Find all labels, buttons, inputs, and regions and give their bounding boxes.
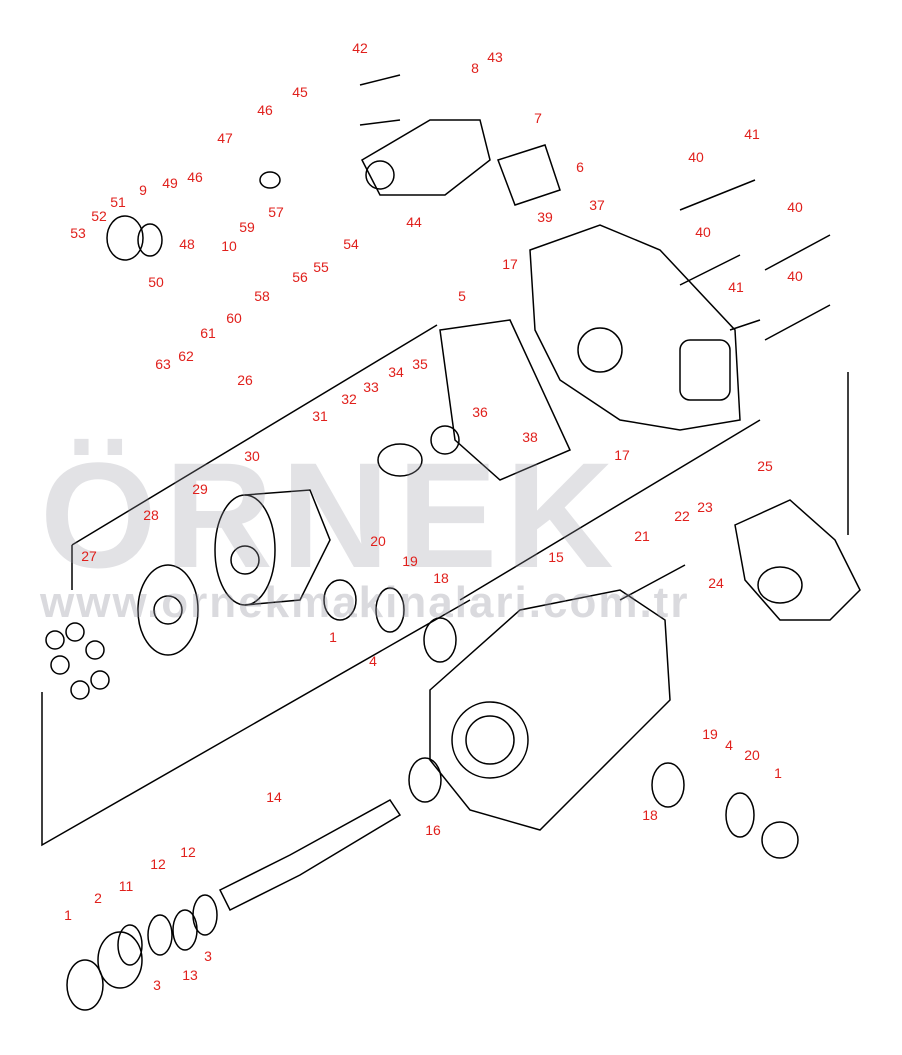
part-number-label: 1 [64, 907, 72, 923]
part-number-label: 5 [458, 288, 466, 304]
part-number-label: 17 [502, 256, 518, 272]
part-number-label: 29 [192, 481, 208, 497]
part-number-label: 13 [182, 967, 198, 983]
part-number-label: 8 [471, 60, 479, 76]
part-number-label: 60 [226, 310, 242, 326]
part-number-label: 16 [425, 822, 441, 838]
part-number-label: 30 [244, 448, 260, 464]
part-number-label: 49 [162, 175, 178, 191]
part-number-label: 18 [642, 807, 658, 823]
bearings-seals [66, 171, 799, 1011]
gasket-5 [439, 319, 572, 481]
part-number-label: 36 [472, 404, 488, 420]
part-number-label: 48 [179, 236, 195, 252]
part-number-label: 46 [257, 102, 273, 118]
part-number-label: 6 [576, 159, 584, 175]
part-number-label: 27 [81, 548, 97, 564]
part-number-label: 58 [254, 288, 270, 304]
part-number-label: 3 [204, 948, 212, 964]
part-number-label: 44 [406, 214, 422, 230]
part-number-label: 59 [239, 219, 255, 235]
part-number-label: 54 [343, 236, 359, 252]
part-number-label: 10 [221, 238, 237, 254]
part-number-label: 38 [522, 429, 538, 445]
part-number-label: 42 [352, 40, 368, 56]
control-valve-body [361, 119, 491, 196]
part-number-label: 19 [702, 726, 718, 742]
part-number-label: 40 [787, 268, 803, 284]
part-number-label: 20 [744, 747, 760, 763]
part-number-label: 22 [674, 508, 690, 524]
part-number-label: 32 [341, 391, 357, 407]
part-number-label: 3 [153, 977, 161, 993]
part-number-label: 46 [187, 169, 203, 185]
part-number-label: 51 [110, 194, 126, 210]
part-number-label: 52 [91, 208, 107, 224]
part-number-label: 55 [313, 259, 329, 275]
part-number-label: 62 [178, 348, 194, 364]
part-number-label: 4 [725, 737, 733, 753]
watermark-brand: ÖRNEK [40, 431, 622, 599]
part-number-label: 18 [433, 570, 449, 586]
part-number-label: 12 [180, 844, 196, 860]
rear-cover-37 [529, 224, 741, 431]
bolts-40-41 [359, 74, 831, 601]
part-number-label: 53 [70, 225, 86, 241]
part-number-label: 43 [487, 49, 503, 65]
cylinder-block-30 [214, 489, 331, 606]
part-number-label: 50 [148, 274, 164, 290]
part-number-label: 56 [292, 269, 308, 285]
part-number-label: 40 [787, 199, 803, 215]
pistons-27 [45, 622, 110, 700]
part-number-label: 34 [388, 364, 404, 380]
part-number-label: 57 [268, 204, 284, 220]
part-number-label: 15 [548, 549, 564, 565]
part-number-label: 14 [266, 789, 282, 805]
part-number-label: 37 [589, 197, 605, 213]
part-number-label: 2 [94, 890, 102, 906]
part-number-label: 23 [697, 499, 713, 515]
part-number-label: 28 [143, 507, 159, 523]
part-number-label: 20 [370, 533, 386, 549]
shaft-14 [218, 799, 402, 912]
part-number-label: 9 [139, 182, 147, 198]
part-number-label: 4 [369, 653, 377, 669]
part-number-label: 26 [237, 372, 253, 388]
part-number-label: 33 [363, 379, 379, 395]
part-number-label: 61 [200, 325, 216, 341]
cam-25 [734, 499, 861, 621]
part-number-label: 7 [534, 110, 542, 126]
part-number-label: 1 [774, 765, 782, 781]
part-number-label: 31 [312, 408, 328, 424]
part-number-label: 40 [695, 224, 711, 240]
part-number-label: 63 [155, 356, 171, 372]
part-number-label: 41 [744, 126, 760, 142]
housing-15 [429, 589, 671, 831]
part-number-label: 25 [757, 458, 773, 474]
part-number-label: 21 [634, 528, 650, 544]
part-number-label: 39 [537, 209, 553, 225]
swash-plate-28 [137, 564, 199, 656]
part-number-label: 17 [614, 447, 630, 463]
part-number-label: 41 [728, 279, 744, 295]
part-number-label: 19 [402, 553, 418, 569]
watermark-url: www.ornekmakinalari.com.tr [40, 578, 690, 627]
part-number-label: 45 [292, 84, 308, 100]
part-number-label: 47 [217, 130, 233, 146]
part-number-label: 11 [118, 878, 134, 894]
assembly-frame-lines [41, 324, 849, 847]
part-number-label: 24 [708, 575, 724, 591]
part-number-label: 12 [150, 856, 166, 872]
part-number-label: 40 [688, 149, 704, 165]
part-number-label: 35 [412, 356, 428, 372]
part-number-label: 1 [329, 629, 337, 645]
gasket-6 [497, 144, 561, 206]
